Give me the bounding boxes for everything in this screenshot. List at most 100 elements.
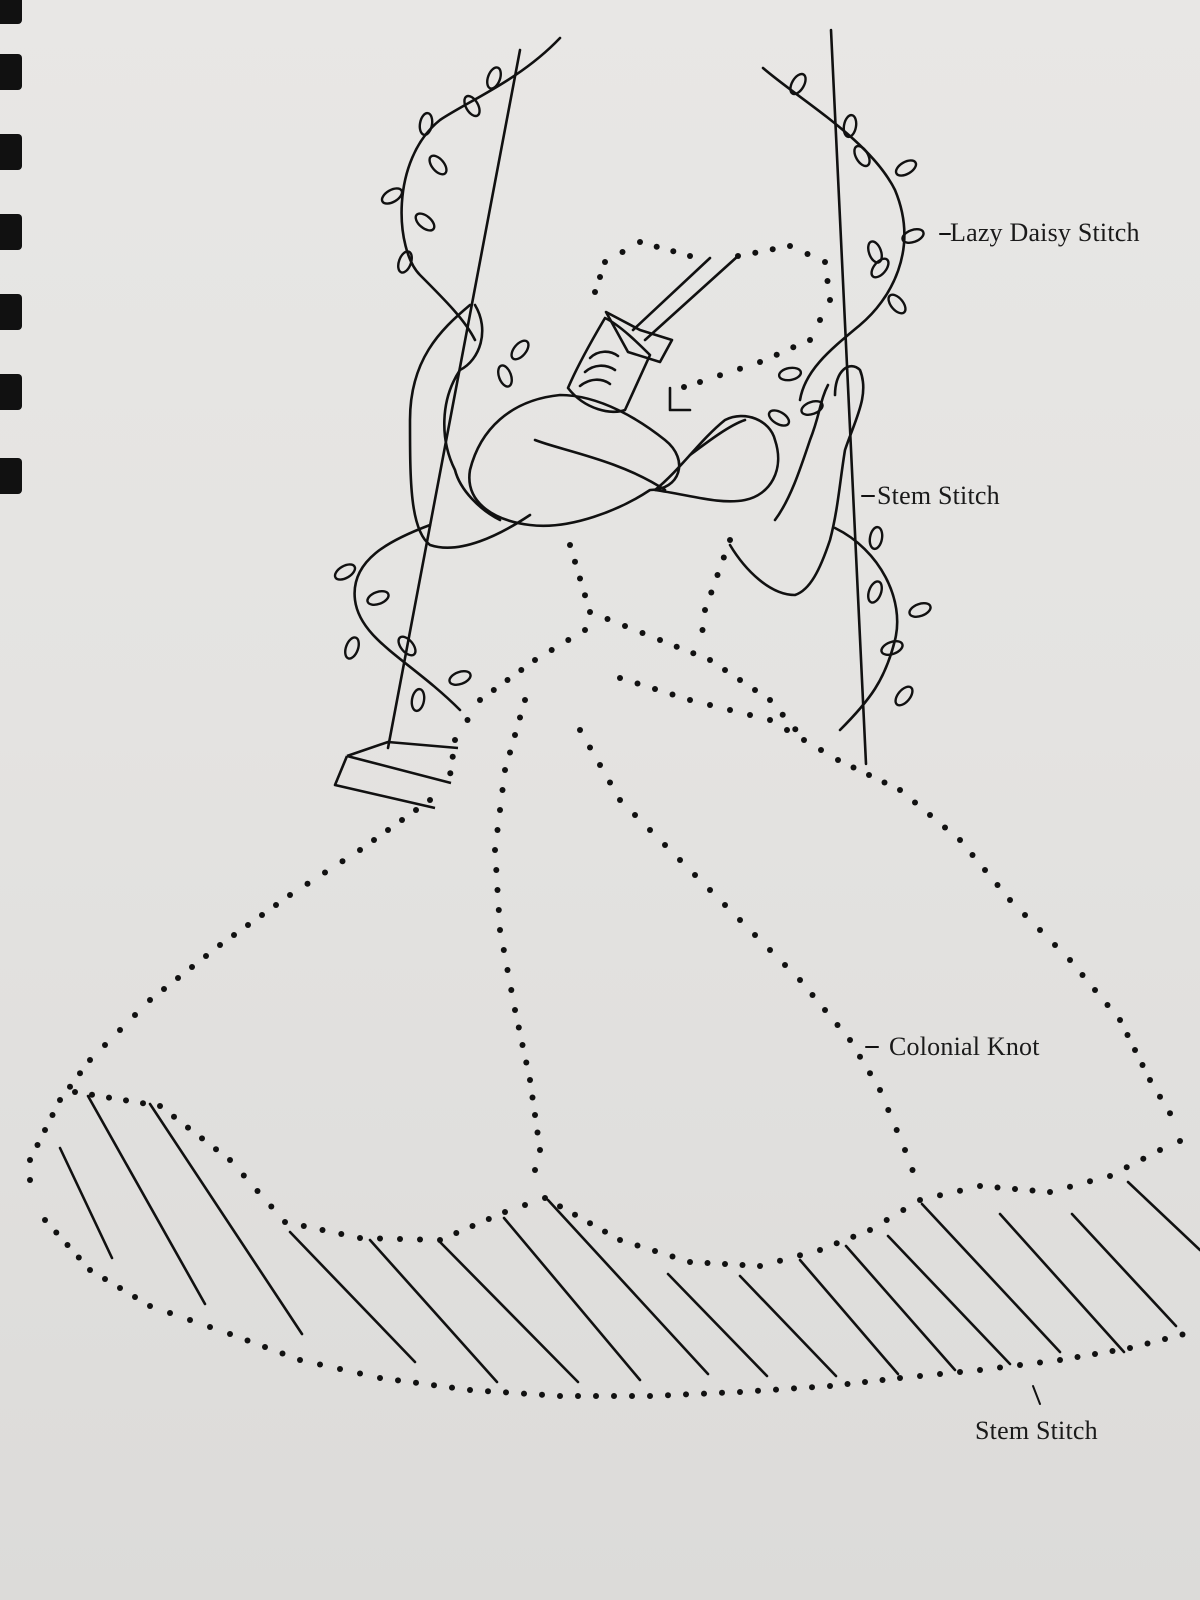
colonial-knot-dot — [602, 259, 608, 265]
colonial-knot-dot — [867, 1070, 873, 1077]
colonial-knot-dot — [72, 1089, 78, 1095]
colonial-knot-dot — [27, 1157, 33, 1163]
colonial-knot-dot — [539, 1391, 545, 1398]
colonial-knot-dot — [1104, 1002, 1111, 1008]
right-vine — [761, 66, 906, 732]
colonial-knot-dot — [752, 249, 759, 256]
colonial-knot-dot — [1022, 912, 1028, 918]
colonial-knot-dot — [548, 647, 555, 653]
colonial-knot-dots — [27, 239, 1186, 1399]
colonial-knot-dot — [521, 1390, 527, 1397]
colonial-knot-dot — [485, 1216, 492, 1222]
colonial-knot-dot — [317, 1361, 323, 1368]
hem-stem-stitches — [58, 1094, 1200, 1384]
colonial-knot-dot — [1052, 942, 1058, 948]
colonial-knot-dot — [123, 1097, 129, 1104]
colonial-knot-dot — [567, 542, 573, 548]
colonial-knot-dot — [917, 1373, 923, 1379]
colonial-knot-dot — [607, 779, 613, 786]
colonial-knot-dot — [927, 812, 933, 818]
left-vine — [353, 36, 562, 712]
colonial-knot-dot — [507, 749, 513, 756]
colonial-knot-dot — [1037, 927, 1043, 933]
colonial-knot-dot — [1074, 1354, 1081, 1360]
colonial-knot-dot — [767, 717, 773, 723]
colonial-knot-dot — [77, 1070, 83, 1077]
colonial-knot-dot — [199, 1135, 205, 1142]
colonial-knot-dot — [339, 858, 346, 865]
colonial-knot-dot — [102, 1276, 108, 1282]
colonial-knot-dot — [791, 1385, 797, 1392]
colonial-knot-dot — [57, 1097, 63, 1103]
colonial-knot-dot — [827, 1383, 833, 1389]
colonial-knot-dot — [773, 1386, 779, 1393]
colonial-knot-dot — [687, 697, 693, 703]
colonial-knot-dot — [140, 1100, 146, 1107]
colonial-knot-dot — [844, 1381, 851, 1387]
colonial-knot-dot — [697, 379, 703, 385]
colonial-knot-dot — [587, 744, 593, 751]
colonial-knot-dot — [477, 697, 483, 703]
colonial-knot-dot — [587, 1220, 593, 1227]
colonial-knot-dot — [464, 717, 471, 723]
colonial-knot-dot — [902, 1147, 908, 1153]
colonial-knot-dot — [942, 824, 948, 831]
colonial-knot-dot — [885, 1107, 892, 1113]
colonial-knot-dot — [669, 1253, 676, 1260]
colonial-knot-dot — [504, 967, 511, 973]
colonial-knot-dot — [737, 365, 743, 372]
colonial-knot-dot — [87, 1057, 93, 1063]
colonial-knot-dot — [527, 1077, 533, 1083]
colonial-knot-dot — [557, 1203, 563, 1210]
colonial-knot-dot — [752, 687, 758, 693]
colonial-knot-dot — [572, 558, 578, 565]
colonial-knot-dot — [699, 627, 706, 633]
colonial-knot-dot — [117, 1285, 123, 1291]
colonial-knot-dot — [752, 932, 758, 938]
colonial-knot-dot — [687, 253, 693, 259]
colonial-knot-dot — [413, 1379, 419, 1386]
colonial-knot-dot — [897, 787, 903, 793]
colonial-knot-dot — [357, 1235, 363, 1241]
colonial-knot-dot — [490, 687, 497, 693]
colonial-knot-dot — [42, 1217, 48, 1223]
colonial-knot-dot — [171, 1113, 177, 1120]
colonial-knot-dot — [722, 902, 728, 908]
colonial-knot-dot — [727, 707, 733, 713]
stem-stitch-hem-label: Stem Stitch — [975, 1416, 1098, 1445]
colonial-knot-dot — [395, 1377, 401, 1384]
colonial-knot-dot — [784, 727, 790, 733]
spiral-binding — [0, 0, 44, 1600]
colonial-knot-dot — [102, 1042, 108, 1048]
colonial-knot-dot — [1087, 1178, 1093, 1185]
colonial-knot-dot — [437, 1237, 443, 1243]
colonial-knot-dot — [282, 1219, 288, 1225]
colonial-knot-dot — [1079, 972, 1086, 978]
colonial-knot-dot — [413, 807, 419, 813]
colonial-knot-dot — [690, 650, 697, 657]
colonial-knot-dot — [900, 1207, 907, 1213]
colonial-knot-dot — [617, 675, 623, 681]
colonial-knot-dot — [231, 932, 237, 938]
colonial-knot-dot — [657, 637, 663, 643]
colonial-knot-dot — [897, 1375, 903, 1381]
colonial-knot-dot — [683, 1391, 689, 1398]
colonial-knot-dot — [634, 1242, 641, 1249]
colonial-knot-dot — [817, 317, 823, 323]
colonial-knot-dot — [431, 1382, 437, 1389]
colonial-knot-dot — [957, 837, 963, 843]
colonial-knot-dot — [704, 1260, 711, 1266]
colonial-knot-dot — [157, 1103, 163, 1109]
colonial-knot-dot — [582, 592, 588, 599]
colonial-knot-dot — [117, 1027, 123, 1033]
colonial-knot-dot — [485, 1388, 491, 1395]
colonial-knot-dot — [937, 1192, 943, 1199]
colonial-knot-dot — [1144, 1340, 1151, 1347]
colonial-knot-dot — [737, 677, 743, 683]
colonial-knot-dot — [593, 1393, 599, 1399]
colonial-knot-dot — [850, 764, 857, 771]
colonial-knot-dot — [602, 1228, 608, 1235]
colonial-knot-dot — [767, 697, 773, 703]
colonial-knot-dot — [300, 1223, 307, 1229]
